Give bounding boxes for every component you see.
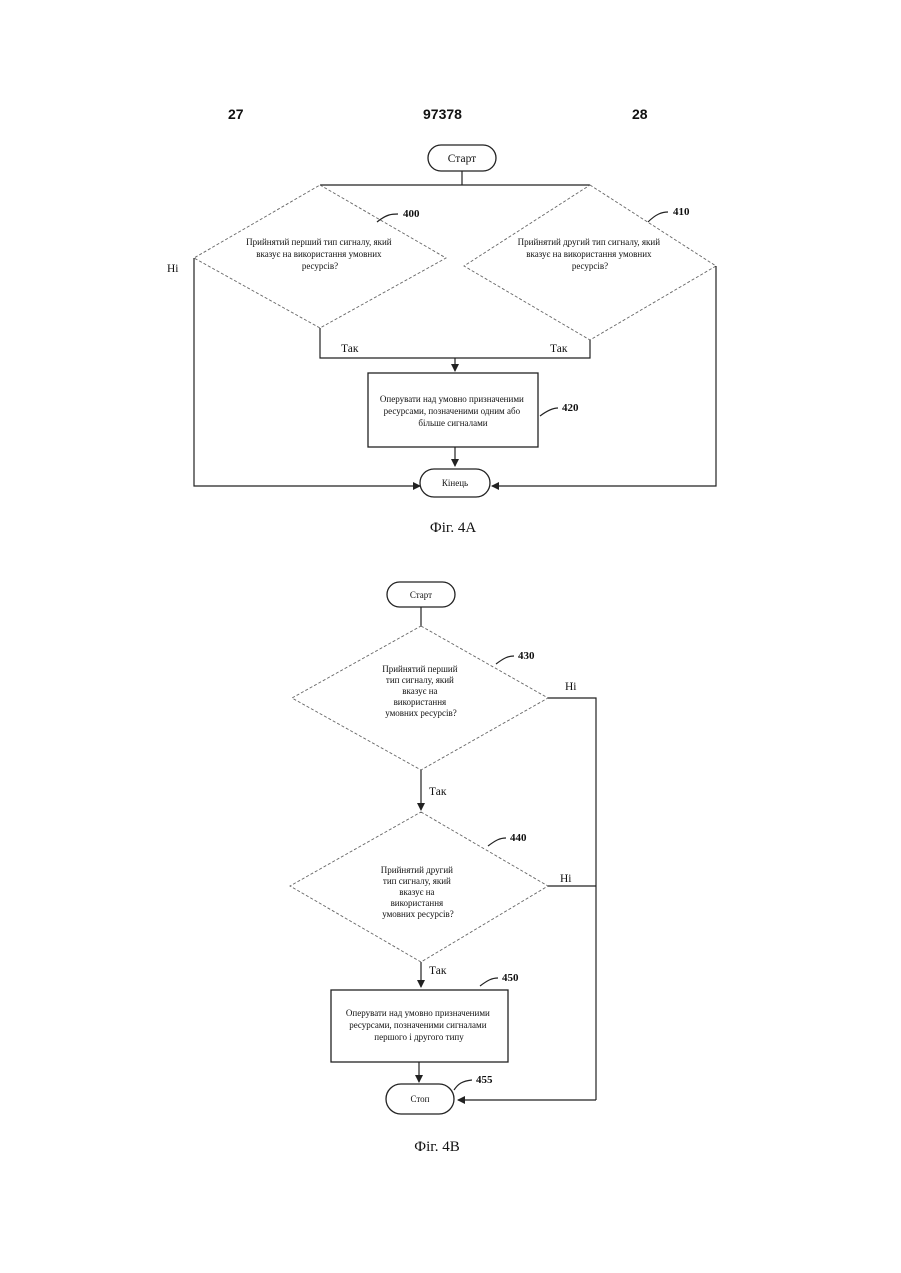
decision-430-text: Прийнятий перший тип сигналу, який вказу… — [382, 664, 460, 718]
decision-410-text: Прийнятий другий тип сигналу, який вказу… — [518, 237, 663, 271]
ref-400-leader — [377, 214, 398, 222]
yes-label-left-4a: Так — [341, 343, 359, 355]
ref-450-leader — [480, 978, 498, 986]
figure-4b: Старт Прийнятий перший тип сигналу, який… — [290, 582, 596, 1155]
ref-440: 440 — [510, 832, 527, 844]
yes-label-right-4a: Так — [550, 343, 568, 355]
figure-4a: Старт Прийнятий перший тип сигналу, який… — [167, 145, 716, 536]
ref-455-leader — [454, 1080, 472, 1090]
no-label-4b-1: Ні — [565, 681, 577, 693]
ref-410: 410 — [673, 206, 690, 218]
ref-450: 450 — [502, 972, 519, 984]
start-label-4b: Старт — [410, 590, 432, 600]
caption-4b: Фіг. 4В — [414, 1139, 459, 1155]
ref-440-leader — [488, 838, 506, 846]
ref-410-leader — [648, 212, 668, 222]
yes-label-4b-2: Так — [429, 965, 447, 977]
ref-420: 420 — [562, 402, 579, 414]
ref-430: 430 — [518, 650, 535, 662]
decision-400-text: Прийнятий перший тип сигналу, який вказу… — [246, 237, 394, 271]
end-label-4a: Кінець — [442, 478, 468, 488]
ref-430-leader — [496, 656, 514, 664]
no-path-4b — [548, 698, 596, 1100]
start-label-4a: Старт — [448, 153, 476, 165]
no-label-4a: Ні — [167, 263, 179, 275]
caption-4a: Фіг. 4А — [430, 520, 476, 536]
ref-420-leader — [540, 408, 558, 416]
ref-455: 455 — [476, 1074, 493, 1086]
no-path-left-4a — [194, 258, 420, 486]
no-label-4b-2: Ні — [560, 873, 572, 885]
ref-400: 400 — [403, 208, 420, 220]
stop-label: Стоп — [410, 1094, 429, 1104]
yes-label-4b-1: Так — [429, 786, 447, 798]
decision-440-text: Прийнятий другий тип сигналу, який вказу… — [381, 865, 455, 919]
